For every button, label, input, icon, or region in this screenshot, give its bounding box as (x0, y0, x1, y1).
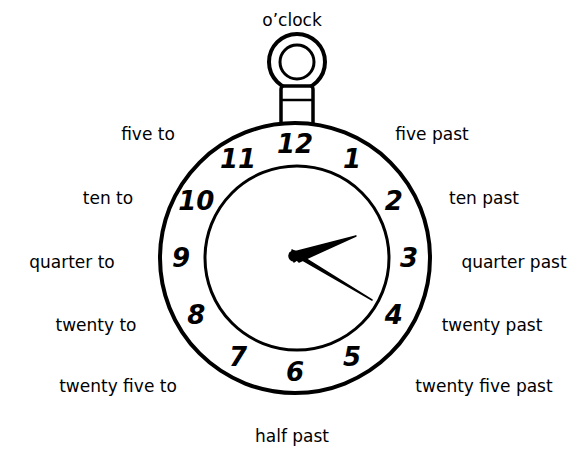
time-phrase: twenty to (56, 316, 137, 335)
watch-bow (269, 34, 325, 90)
clock-numeral: 3 (400, 244, 418, 273)
clock-numeral: 11 (220, 145, 256, 174)
clock-numeral: 7 (229, 342, 247, 371)
time-phrase: twenty five past (415, 377, 552, 396)
time-phrase: twenty past (442, 316, 543, 335)
clock-numeral: 10 (178, 187, 214, 216)
time-phrase: quarter past (461, 253, 566, 272)
clock-numeral: 2 (385, 187, 403, 216)
clock-numeral: 4 (385, 301, 403, 330)
hand-pivot (289, 251, 299, 261)
clock-numeral: 5 (343, 342, 361, 371)
time-phrase: ten to (83, 189, 133, 208)
stem-line (281, 99, 313, 102)
clock-numeral: 6 (286, 358, 304, 387)
time-phrase: half past (255, 427, 329, 446)
clock-numeral: 8 (187, 301, 205, 330)
time-phrase: five to (121, 125, 175, 144)
time-phrase: five past (395, 125, 468, 144)
clock-numeral: 9 (172, 244, 190, 273)
watch-dial (205, 166, 389, 350)
time-phrase: o’clock (262, 11, 321, 30)
clock-numeral: 1 (343, 145, 361, 174)
minute-hand (292, 250, 372, 300)
watch-case (160, 123, 430, 393)
time-phrase: quarter to (29, 253, 115, 272)
watch-bow-hole (280, 45, 314, 79)
clock-numeral: 12 (277, 130, 313, 159)
time-phrase: ten past (449, 189, 519, 208)
time-phrase: twenty five to (59, 377, 177, 396)
